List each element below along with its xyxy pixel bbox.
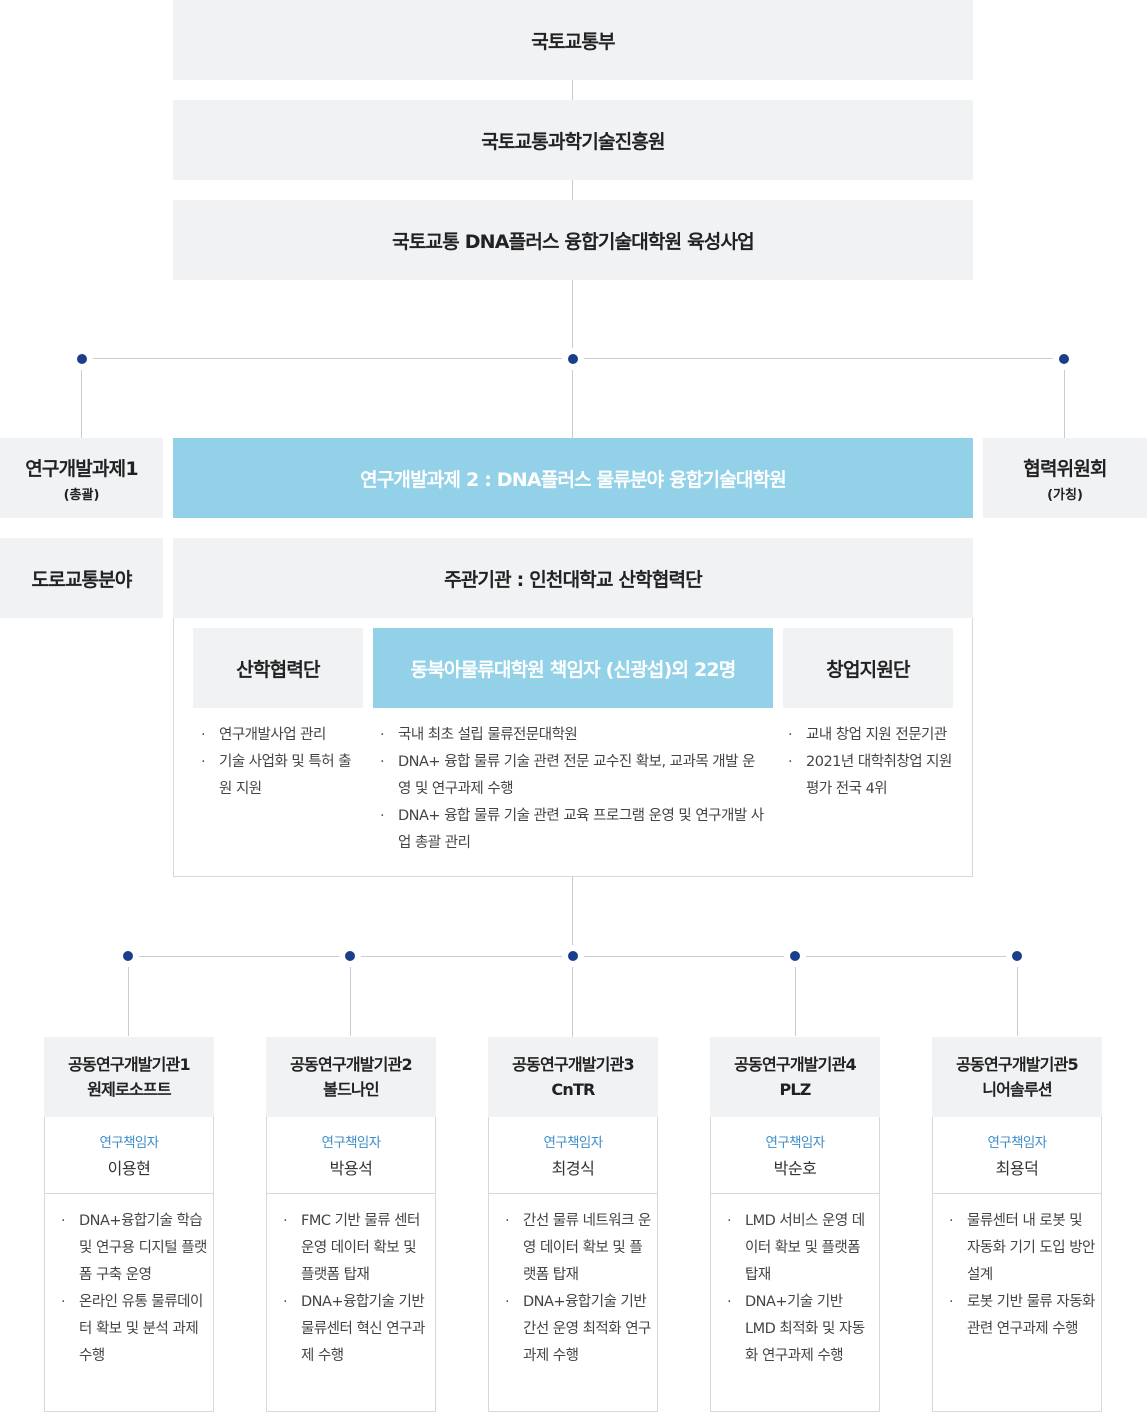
list-item: 기술 사업화 및 특허 출원 지원 (197, 749, 363, 803)
pi-role: 연구책임자 (765, 1135, 825, 1151)
unit-title: 창업지원단 (826, 658, 910, 681)
partner-task-list: 물류센터 내 로봇 및 자동화 기기 도입 방안 설계 로봇 기반 물류 자동화… (933, 1194, 1101, 1355)
project1-title: 연구개발과제1 (25, 457, 138, 480)
ministry-box: 국토교통부 (173, 0, 973, 80)
principal-investigator: 연구책임자 이용현 (45, 1117, 213, 1194)
unit-list-startup: 교내 창업 지원 전문기관 2021년 대학취창업 지원 평가 전국 4위 (784, 722, 952, 803)
list-item: 국내 최초 설립 물류전문대학원 (376, 722, 766, 749)
pi-name: 최용덕 (995, 1159, 1039, 1178)
node-dot (1053, 348, 1075, 370)
list-item: 간선 물류 네트워크 운영 데이터 확보 및 플랫폼 탑재 (501, 1208, 651, 1289)
unit-head-startup: 창업지원단 (783, 628, 953, 708)
partner-org-name: 원제로소프트 (87, 1080, 171, 1099)
program-label: 국토교통 DNA플러스 융합기술대학원 육성사업 (392, 230, 754, 253)
list-item: FMC 기반 물류 센터 운영 데이터 확보 및 플랫폼 탑재 (279, 1208, 429, 1289)
partner-org-header: 공동연구개발기관5 니어솔루션 (932, 1037, 1102, 1117)
ministry-label: 국토교통부 (531, 30, 615, 53)
partner-org-number: 공동연구개발기관2 (290, 1055, 413, 1074)
pi-role: 연구책임자 (99, 1135, 159, 1151)
partner-org-5: 공동연구개발기관5 니어솔루션 연구책임자 최용덕 물류센터 내 로봇 및 자동… (932, 1037, 1102, 1412)
principal-investigator: 연구책임자 최용덕 (933, 1117, 1101, 1194)
list-item: 로봇 기반 물류 자동화 관련 연구과제 수행 (945, 1289, 1095, 1343)
project2-box: 연구개발과제 2 : DNA플러스 물류분야 융합기술대학원 (173, 438, 973, 518)
partner-org-name: 니어솔루션 (982, 1080, 1052, 1099)
partner-org-1: 공동연구개발기관1 원제로소프트 연구책임자 이용현 DNA+융합기술 학습 및… (44, 1037, 214, 1412)
committee-box: 협력위원회 (가칭) (983, 438, 1147, 518)
partner-task-list: 간선 물류 네트워크 운영 데이터 확보 및 플랫폼 탑재 DNA+융합기술 기… (489, 1194, 657, 1382)
pi-role: 연구책임자 (543, 1135, 603, 1151)
connector-line (81, 358, 82, 438)
pi-name: 박순호 (773, 1159, 817, 1178)
unit-head-industry: 산학협력단 (193, 628, 363, 708)
partner-task-list: LMD 서비스 운영 데이터 확보 및 플랫폼 탑재 DNA+기술 기반 LMD… (711, 1194, 879, 1382)
connector-line (795, 956, 796, 1036)
project1-box: 연구개발과제1 (총괄) (0, 438, 163, 518)
unit-list-industry: 연구개발사업 관리 기술 사업화 및 특허 출원 지원 (197, 722, 363, 803)
partner-task-list: DNA+융합기술 학습 및 연구용 디지털 플랫폼 구축 운영 온라인 유통 물… (45, 1194, 213, 1382)
principal-investigator: 연구책임자 박순호 (711, 1117, 879, 1194)
committee-title: 협력위원회 (1023, 457, 1107, 480)
node-dot (339, 945, 361, 967)
partner-org-2: 공동연구개발기관2 볼드나인 연구책임자 박용석 FMC 기반 물류 센터 운영… (266, 1037, 436, 1412)
partner-org-header: 공동연구개발기관3 CnTR (488, 1037, 658, 1117)
project1-sub: (총괄) (63, 487, 100, 503)
list-item: 교내 창업 지원 전문기관 (784, 722, 952, 749)
connector-line (1017, 956, 1018, 1036)
list-item: 물류센터 내 로봇 및 자동화 기기 도입 방안 설계 (945, 1208, 1095, 1289)
node-dot (784, 945, 806, 967)
program-box: 국토교통 DNA플러스 융합기술대학원 육성사업 (173, 200, 973, 280)
agency-label: 국토교통과학기술진흥원 (481, 130, 665, 153)
partner-org-number: 공동연구개발기관3 (512, 1055, 635, 1074)
pi-role: 연구책임자 (321, 1135, 381, 1151)
pi-name: 박용석 (329, 1159, 373, 1178)
road-field-box: 도로교통분야 (0, 538, 163, 618)
unit-list-graduate-school: 국내 최초 설립 물류전문대학원 DNA+ 융합 물류 기술 관련 전문 교수진… (376, 722, 766, 857)
partner-org-header: 공동연구개발기관2 볼드나인 (266, 1037, 436, 1117)
unit-title: 동북아물류대학원 책임자 (신광섭)외 22명 (410, 658, 737, 681)
host-box: 주관기관 : 인천대학교 산학협력단 (173, 538, 973, 618)
unit-head-graduate-school: 동북아물류대학원 책임자 (신광섭)외 22명 (373, 628, 773, 708)
partner-org-number: 공동연구개발기관1 (68, 1055, 191, 1074)
partner-org-number: 공동연구개발기관5 (956, 1055, 1079, 1074)
list-item: DNA+융합기술 기반 물류센터 혁신 연구과제 수행 (279, 1289, 429, 1370)
partner-org-header: 공동연구개발기관1 원제로소프트 (44, 1037, 214, 1117)
project2-title: 연구개발과제 2 : DNA플러스 물류분야 융합기술대학원 (360, 468, 787, 491)
partner-org-number: 공동연구개발기관4 (734, 1055, 857, 1074)
principal-investigator: 연구책임자 박용석 (267, 1117, 435, 1194)
pi-name: 최경식 (551, 1159, 595, 1178)
connector-line (350, 956, 351, 1036)
connector-line (128, 956, 129, 1036)
partner-org-name: PLZ (779, 1080, 811, 1099)
pi-role: 연구책임자 (987, 1135, 1047, 1151)
node-dot (1006, 945, 1028, 967)
partner-org-3: 공동연구개발기관3 CnTR 연구책임자 최경식 간선 물류 네트워크 운영 데… (488, 1037, 658, 1412)
list-item: DNA+ 융합 물류 기술 관련 전문 교수진 확보, 교과목 개발 운영 및 … (376, 749, 766, 803)
node-dot (562, 945, 584, 967)
list-item: LMD 서비스 운영 데이터 확보 및 플랫폼 탑재 (723, 1208, 873, 1289)
principal-investigator: 연구책임자 최경식 (489, 1117, 657, 1194)
partner-org-name: CnTR (551, 1080, 595, 1099)
unit-title: 산학협력단 (236, 658, 320, 681)
connector-line (1064, 358, 1065, 438)
list-item: 2021년 대학취창업 지원 평가 전국 4위 (784, 749, 952, 803)
node-dot (71, 348, 93, 370)
road-field-label: 도로교통분야 (31, 568, 132, 591)
node-dot (117, 945, 139, 967)
list-item: DNA+융합기술 기반 간선 운영 최적화 연구과제 수행 (501, 1289, 651, 1370)
partner-task-list: FMC 기반 물류 센터 운영 데이터 확보 및 플랫폼 탑재 DNA+융합기술… (267, 1194, 435, 1382)
list-item: 연구개발사업 관리 (197, 722, 363, 749)
pi-name: 이용현 (107, 1159, 151, 1178)
committee-sub: (가칭) (1047, 487, 1083, 503)
partner-org-name: 볼드나인 (323, 1080, 379, 1099)
list-item: DNA+융합기술 학습 및 연구용 디지털 플랫폼 구축 운영 (57, 1208, 207, 1289)
list-item: 온라인 유통 물류데이터 확보 및 분석 과제 수행 (57, 1289, 207, 1370)
partner-org-4: 공동연구개발기관4 PLZ 연구책임자 박순호 LMD 서비스 운영 데이터 확… (710, 1037, 880, 1412)
node-dot (562, 348, 584, 370)
partner-org-header: 공동연구개발기관4 PLZ (710, 1037, 880, 1117)
list-item: DNA+기술 기반 LMD 최적화 및 자동화 연구과제 수행 (723, 1289, 873, 1370)
list-item: DNA+ 융합 물류 기술 관련 교육 프로그램 운영 및 연구개발 사업 총괄… (376, 803, 766, 857)
agency-box: 국토교통과학기술진흥원 (173, 100, 973, 180)
host-label: 주관기관 : 인천대학교 산학협력단 (444, 568, 703, 591)
